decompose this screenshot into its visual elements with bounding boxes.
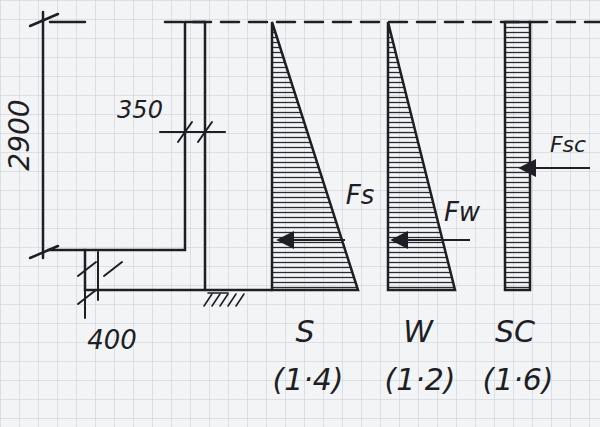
dimension-tick <box>78 262 96 276</box>
wall-outline <box>85 22 272 290</box>
wall-outline <box>185 21 205 24</box>
surcharge-rectangle <box>505 22 530 290</box>
load-case-name: SC <box>495 317 535 347</box>
force-label: Fsc <box>550 134 586 156</box>
force-arrow <box>520 167 590 169</box>
soil-pressure-triangle <box>272 22 358 290</box>
top-level-line <box>165 21 600 24</box>
dimension-line <box>42 12 45 258</box>
force-arrow <box>278 239 345 241</box>
dimension-tick <box>30 246 58 258</box>
load-factor: (1·2) <box>384 365 455 395</box>
force-arrow <box>392 239 470 241</box>
water-pressure-triangle <box>388 22 455 290</box>
load-case-name: W <box>403 317 433 347</box>
dimension-tick <box>178 122 192 142</box>
dimension-line <box>160 131 225 133</box>
load-factor: (1·6) <box>482 365 553 395</box>
dimension-text: 2900 <box>6 99 34 170</box>
dimension-text: 350 <box>117 98 163 122</box>
load-case-name: S <box>295 317 314 347</box>
dimension-tick <box>198 122 212 142</box>
force-label: Fw <box>444 199 480 225</box>
dimension-tick <box>104 262 122 276</box>
extension-line <box>50 21 85 24</box>
dimension-line <box>97 252 99 300</box>
dimension-tick <box>78 290 96 304</box>
extension-line <box>84 290 86 318</box>
extension-line <box>48 249 85 252</box>
dimension-text: 400 <box>87 327 137 353</box>
load-factor: (1·4) <box>272 365 343 395</box>
wall-outline <box>204 22 207 290</box>
dimension-tick <box>30 14 58 26</box>
ground-hatch <box>204 293 244 306</box>
force-label: Fs <box>346 182 375 208</box>
